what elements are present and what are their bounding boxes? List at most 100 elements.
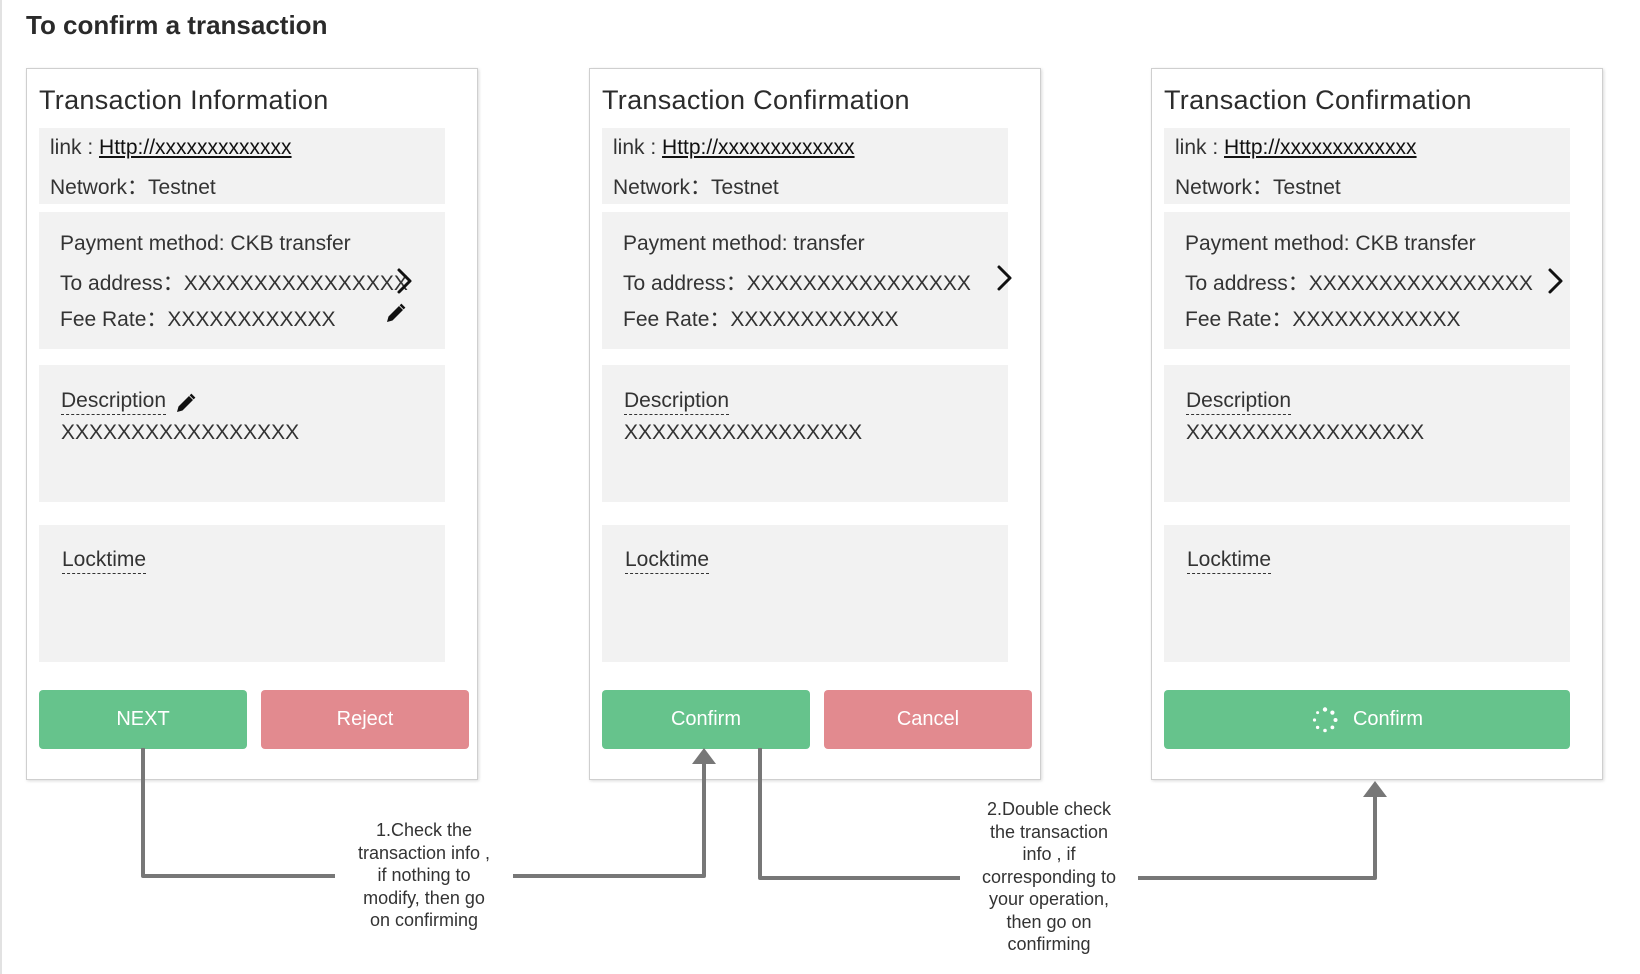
payment-method: Payment method: transfer <box>623 232 865 255</box>
link-row: link : Http://xxxxxxxxxxxxx <box>50 136 292 160</box>
description-label-row: Description <box>61 389 167 415</box>
panel-transaction-information: Transaction Information link : Http://xx… <box>26 68 478 780</box>
note-line: the transaction <box>989 821 1109 842</box>
step2-note: 2.Double check the transaction info , if… <box>960 798 1138 956</box>
link-label: link : <box>613 136 657 159</box>
panel-title: Transaction Confirmation <box>602 85 910 115</box>
fee-rate-label: Fee Rate： <box>60 308 168 331</box>
description-label-row: Description <box>624 389 730 415</box>
note-line: 2.Double check <box>986 799 1112 819</box>
panel-transaction-confirmation: Transaction Confirmation link : Http://x… <box>589 68 1041 780</box>
edit-pencil-icon[interactable] <box>174 393 196 415</box>
fee-rate-label: Fee Rate： <box>1185 308 1293 331</box>
note-line: transaction info , <box>357 842 491 863</box>
description-value: XXXXXXXXXXXXXXXXX <box>624 421 863 444</box>
description-value: XXXXXXXXXXXXXXXXX <box>61 421 300 444</box>
fee-rate-value: XXXXXXXXXXXX <box>730 308 899 331</box>
description-label: Description <box>1186 389 1292 415</box>
payment-method: Payment method: CKB transfer <box>1185 232 1476 255</box>
network-label: Network： <box>50 176 149 199</box>
fee-rate-row: Fee Rate：XXXXXXXXXXXX <box>1185 303 1460 333</box>
fee-rate-row: Fee Rate：XXXXXXXXXXXX <box>623 303 898 333</box>
payment-method: Payment method: CKB transfer <box>60 232 351 255</box>
next-button[interactable]: NEXT <box>39 690 247 749</box>
to-address-label: To address： <box>1185 272 1309 295</box>
network-value: Testnet <box>148 176 216 199</box>
link-value[interactable]: Http://xxxxxxxxxxxxx <box>99 136 292 159</box>
link-label: link : <box>50 136 94 159</box>
note-line: if nothing to <box>377 865 471 885</box>
edit-pencil-icon[interactable] <box>384 303 406 325</box>
locktime-label-row: Locktime <box>62 548 147 574</box>
to-address-row: To address：XXXXXXXXXXXXXXXX <box>1185 267 1533 297</box>
description-box: Description XXXXXXXXXXXXXXXXX <box>1164 365 1570 502</box>
locktime-label: Locktime <box>1187 548 1272 574</box>
note-line: 1.Check the <box>375 820 473 840</box>
network-label: Network： <box>1175 176 1274 199</box>
note-line: modify, then go <box>363 887 485 908</box>
locktime-label-row: Locktime <box>1187 548 1272 574</box>
fee-rate-value: XXXXXXXXXXXX <box>1292 308 1461 331</box>
page-left-border <box>0 0 2 974</box>
description-label: Description <box>624 389 730 415</box>
link-value[interactable]: Http://xxxxxxxxxxxxx <box>662 136 855 159</box>
payment-box: Payment method: transfer To address：XXXX… <box>602 212 1012 349</box>
to-address-value: XXXXXXXXXXXXXXXX <box>1308 272 1533 295</box>
panel-title: Transaction Confirmation <box>1164 85 1472 115</box>
locktime-box: Locktime <box>39 525 445 662</box>
description-label: Description <box>61 389 167 415</box>
chevron-right-icon[interactable] <box>391 266 417 296</box>
confirm-label: Confirm <box>1352 708 1423 730</box>
link-network-box: link : Http://xxxxxxxxxxxxx Network：Test… <box>1164 128 1570 204</box>
link-label: link : <box>1175 136 1219 159</box>
note-line: on confirming <box>369 910 479 930</box>
locktime-box: Locktime <box>1164 525 1570 662</box>
to-address-value: XXXXXXXXXXXXXXXX <box>183 272 408 295</box>
step1-note: 1.Check the transaction info , if nothin… <box>335 819 513 932</box>
fee-rate-label: Fee Rate： <box>623 308 731 331</box>
network-value: Testnet <box>711 176 779 199</box>
network-row: Network：Testnet <box>50 171 216 201</box>
to-address-row: To address：XXXXXXXXXXXXXXXX <box>623 267 971 297</box>
cancel-button[interactable]: Cancel <box>824 690 1032 749</box>
to-address-value: XXXXXXXXXXXXXXXX <box>746 272 971 295</box>
fee-rate-value: XXXXXXXXXXXX <box>167 308 336 331</box>
locktime-box: Locktime <box>602 525 1008 662</box>
page-title: To confirm a transaction <box>26 10 328 40</box>
network-value: Testnet <box>1273 176 1341 199</box>
network-row: Network：Testnet <box>613 171 779 201</box>
link-network-box: link : Http://xxxxxxxxxxxxx Network：Test… <box>39 128 445 204</box>
chevron-right-icon[interactable] <box>1542 266 1568 296</box>
panel-transaction-confirmation-loading: Transaction Confirmation link : Http://x… <box>1151 68 1603 780</box>
network-row: Network：Testnet <box>1175 171 1341 201</box>
confirm-button[interactable]: Confirm <box>602 690 810 749</box>
payment-box: Payment method: CKB transfer To address：… <box>39 212 445 349</box>
locktime-label-row: Locktime <box>625 548 710 574</box>
chevron-right-icon[interactable] <box>991 263 1017 293</box>
note-line: your operation, <box>988 889 1110 909</box>
link-network-box: link : Http://xxxxxxxxxxxxx Network：Test… <box>602 128 1008 204</box>
locktime-label: Locktime <box>62 548 147 574</box>
description-value: XXXXXXXXXXXXXXXXX <box>1186 421 1425 444</box>
panel-title: Transaction Information <box>39 85 329 115</box>
link-value[interactable]: Http://xxxxxxxxxxxxx <box>1224 136 1417 159</box>
description-box: Description XXXXXXXXXXXXXXXXX <box>602 365 1008 502</box>
to-address-label: To address： <box>60 272 184 295</box>
description-box: Description XXXXXXXXXXXXXXXXX <box>39 365 445 502</box>
to-address-row: To address：XXXXXXXXXXXXXXXX <box>60 267 408 297</box>
reject-button[interactable]: Reject <box>261 690 469 749</box>
link-row: link : Http://xxxxxxxxxxxxx <box>613 136 855 160</box>
note-line: then go on <box>1006 911 1092 932</box>
network-label: Network： <box>613 176 712 199</box>
to-address-label: To address： <box>623 272 747 295</box>
description-label-row: Description <box>1186 389 1292 415</box>
link-row: link : Http://xxxxxxxxxxxxx <box>1175 136 1417 160</box>
note-line: info , if <box>1022 844 1076 864</box>
locktime-label: Locktime <box>625 548 710 574</box>
loading-spinner-icon <box>1312 706 1338 732</box>
arrowhead-step2 <box>1363 781 1387 797</box>
note-line: confirming <box>1007 934 1091 954</box>
note-line: corresponding to <box>981 866 1117 887</box>
confirm-loading-button[interactable]: Confirm <box>1164 690 1570 749</box>
fee-rate-row: Fee Rate：XXXXXXXXXXXX <box>60 303 335 333</box>
